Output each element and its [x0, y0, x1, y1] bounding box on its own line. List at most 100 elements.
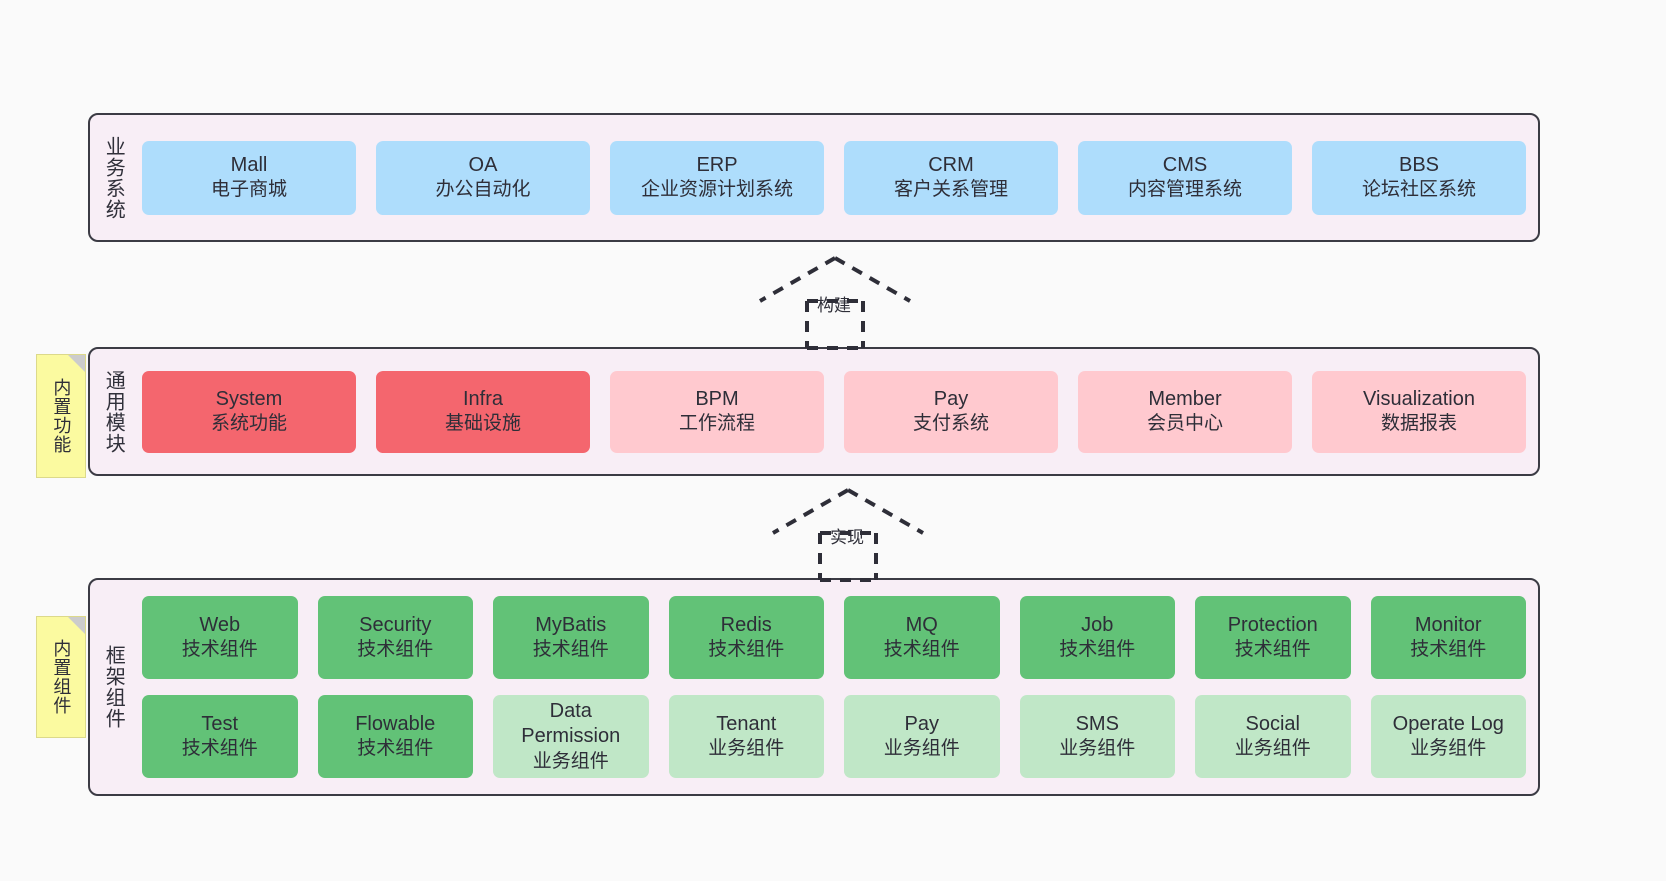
card-data-permission[interactable]: Data Permission 业务组件: [493, 695, 649, 778]
card-operate-log-desc: 业务组件: [1410, 738, 1487, 760]
card-tenant[interactable]: Tenant 业务组件: [668, 695, 824, 778]
note-builtin-function: 内置功能: [36, 354, 86, 478]
card-data-permission-desc: 业务组件: [532, 750, 609, 772]
card-crm-desc: 客户关系管理: [893, 179, 1008, 201]
card-security-desc: 技术组件: [357, 639, 434, 661]
card-mall-desc: 电子商城: [210, 179, 287, 201]
modules-card-row: System 系统功能 Infra 基础设施 BPM 工作流程 Pay 支付系统…: [142, 370, 1526, 453]
card-mybatis-desc: 技术组件: [532, 639, 609, 661]
card-monitor[interactable]: Monitor 技术组件: [1370, 596, 1526, 679]
card-pay-module[interactable]: Pay 支付系统: [844, 370, 1058, 453]
card-job-desc: 技术组件: [1059, 639, 1136, 661]
card-sms-desc: 业务组件: [1059, 738, 1136, 760]
arrow-build-label: 构建: [817, 296, 851, 315]
card-pay-component[interactable]: Pay 业务组件: [844, 695, 1000, 778]
layer-common-modules: 通用模块 System 系统功能 Infra 基础设施 BPM 工作流程 Pay…: [88, 347, 1540, 476]
card-pay-component-name: Pay: [904, 712, 939, 735]
note-builtin-component-label: 内置组件: [51, 639, 72, 715]
layer-framework-components: 框架组件 Web 技术组件 Security 技术组件 MyBatis 技术组件…: [88, 578, 1540, 796]
card-system-desc: 系统功能: [210, 413, 287, 435]
card-system-name: System: [215, 387, 283, 410]
card-member-desc: 会员中心: [1146, 413, 1223, 435]
card-monitor-desc: 技术组件: [1410, 639, 1487, 661]
dashed-hollow-arrow-up-icon: [772, 488, 924, 582]
card-mq-name: MQ: [905, 613, 938, 636]
card-test-name: Test: [201, 712, 239, 735]
card-test[interactable]: Test 技术组件: [142, 695, 298, 778]
card-erp-desc: 企业资源计划系统: [640, 179, 793, 201]
card-security[interactable]: Security 技术组件: [317, 596, 473, 679]
card-bbs[interactable]: BBS 论坛社区系统: [1312, 140, 1526, 215]
card-oa[interactable]: OA 办公自动化: [376, 140, 590, 215]
card-redis[interactable]: Redis 技术组件: [668, 596, 824, 679]
card-security-name: Security: [359, 613, 432, 636]
card-social[interactable]: Social 业务组件: [1195, 695, 1351, 778]
card-cms-name: CMS: [1162, 153, 1208, 176]
card-job-name: Job: [1081, 613, 1114, 636]
card-flowable[interactable]: Flowable 技术组件: [317, 695, 473, 778]
card-mall[interactable]: Mall 电子商城: [142, 140, 356, 215]
card-test-desc: 技术组件: [181, 738, 258, 760]
layer-business-title: 业务系统: [102, 135, 125, 220]
card-operate-log-name: Operate Log: [1392, 712, 1504, 735]
card-web-desc: 技术组件: [181, 639, 258, 661]
layer-business-system: 业务系统 Mall 电子商城 OA 办公自动化 ERP 企业资源计划系统 CRM…: [88, 113, 1540, 242]
card-web[interactable]: Web 技术组件: [142, 596, 298, 679]
card-bpm-name: BPM: [695, 387, 739, 410]
card-protection[interactable]: Protection 技术组件: [1195, 596, 1351, 679]
card-bpm-desc: 工作流程: [678, 413, 755, 435]
card-cms[interactable]: CMS 内容管理系统: [1078, 140, 1292, 215]
layer-framework-body: Web 技术组件 Security 技术组件 MyBatis 技术组件 Redi…: [136, 580, 1538, 794]
card-crm-name: CRM: [928, 153, 974, 176]
card-sms[interactable]: SMS 业务组件: [1019, 695, 1175, 778]
card-social-name: Social: [1245, 712, 1300, 735]
card-visualization-desc: 数据报表: [1380, 413, 1457, 435]
note-builtin-component: 内置组件: [36, 616, 86, 738]
business-card-row: Mall 电子商城 OA 办公自动化 ERP 企业资源计划系统 CRM 客户关系…: [142, 140, 1526, 215]
card-protection-desc: 技术组件: [1234, 639, 1311, 661]
card-mq-desc: 技术组件: [883, 639, 960, 661]
card-pay-component-desc: 业务组件: [883, 738, 960, 760]
card-tenant-name: Tenant: [716, 712, 777, 735]
dashed-hollow-arrow-up-icon: [759, 256, 911, 350]
card-member[interactable]: Member 会员中心: [1078, 370, 1292, 453]
card-infra-desc: 基础设施: [444, 413, 521, 435]
card-operate-log[interactable]: Operate Log 业务组件: [1370, 695, 1526, 778]
arrow-implement-label: 实现: [830, 528, 864, 547]
card-flowable-desc: 技术组件: [357, 738, 434, 760]
card-system[interactable]: System 系统功能: [142, 370, 356, 453]
card-cms-desc: 内容管理系统: [1127, 179, 1242, 201]
card-crm[interactable]: CRM 客户关系管理: [844, 140, 1058, 215]
framework-tech-row: Web 技术组件 Security 技术组件 MyBatis 技术组件 Redi…: [142, 596, 1526, 679]
card-pay-module-desc: 支付系统: [912, 413, 989, 435]
card-flowable-name: Flowable: [355, 712, 436, 735]
card-oa-desc: 办公自动化: [435, 179, 531, 201]
card-bbs-desc: 论坛社区系统: [1361, 179, 1476, 201]
card-data-permission-name: Data: [549, 699, 592, 722]
card-visualization[interactable]: Visualization 数据报表: [1312, 370, 1526, 453]
layer-framework-title: 框架组件: [102, 645, 125, 729]
card-social-desc: 业务组件: [1234, 738, 1311, 760]
card-redis-name: Redis: [720, 613, 772, 636]
card-mq[interactable]: MQ 技术组件: [844, 596, 1000, 679]
layer-modules-body: System 系统功能 Infra 基础设施 BPM 工作流程 Pay 支付系统…: [136, 349, 1538, 474]
card-protection-name: Protection: [1227, 613, 1318, 636]
arrow-build: 构建: [755, 255, 915, 350]
card-bpm[interactable]: BPM 工作流程: [610, 370, 824, 453]
framework-business-row: Test 技术组件 Flowable 技术组件 Data Permission …: [142, 695, 1526, 778]
card-mybatis-name: MyBatis: [535, 613, 607, 636]
card-infra[interactable]: Infra 基础设施: [376, 370, 590, 453]
card-tenant-desc: 业务组件: [708, 738, 785, 760]
card-visualization-name: Visualization: [1363, 387, 1475, 410]
card-member-name: Member: [1148, 387, 1222, 410]
card-job[interactable]: Job 技术组件: [1019, 596, 1175, 679]
note-builtin-function-label: 内置功能: [51, 378, 72, 454]
card-infra-name: Infra: [462, 387, 504, 410]
card-mall-name: Mall: [230, 153, 268, 176]
card-erp[interactable]: ERP 企业资源计划系统: [610, 140, 824, 215]
card-mybatis[interactable]: MyBatis 技术组件: [493, 596, 649, 679]
card-sms-name: SMS: [1075, 712, 1119, 735]
card-oa-name: OA: [468, 153, 498, 176]
layer-modules-title: 通用模块: [102, 369, 125, 454]
arrow-implement: 实现: [768, 487, 928, 582]
